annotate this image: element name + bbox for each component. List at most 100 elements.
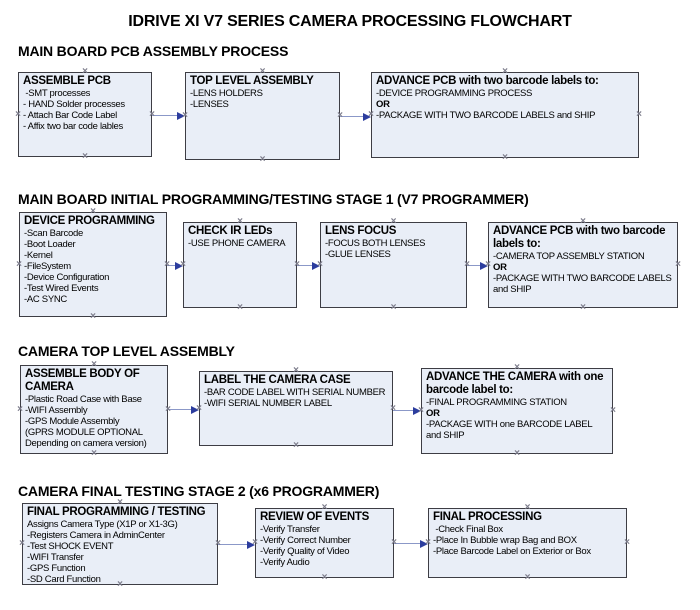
arrow-shaft	[167, 264, 177, 267]
node-text-line: -Kernel	[24, 250, 53, 261]
node-text-line: -WIFI Assembly	[25, 405, 88, 416]
flow-node-assemble-pcb: ASSEMBLE PCB -SMT processes- HAND Solder…	[18, 72, 152, 157]
node-text-line: -Test Wired Events	[24, 283, 99, 294]
flow-arrow	[168, 405, 199, 414]
connector-handle-icon: ×	[485, 259, 491, 270]
flow-arrow	[297, 261, 320, 270]
connector-handle-icon: ×	[15, 108, 21, 120]
node-title: ADVANCE THE CAMERA with one	[426, 371, 604, 383]
connector-handle-icon: ×	[293, 365, 299, 376]
connector-handle-icon: ×	[117, 579, 123, 590]
connector-handle-icon: ×	[514, 362, 520, 373]
connector-handle-icon: ×	[624, 537, 630, 548]
connector-handle-icon: ×	[502, 152, 508, 163]
node-text-line: -CAMERA TOP ASSEMBLY STATION	[493, 251, 645, 262]
connector-handle-icon: ×	[252, 537, 258, 548]
connector-handle-icon: ×	[610, 405, 616, 416]
node-title: CAMERA	[25, 381, 74, 393]
arrow-shaft	[393, 409, 415, 412]
flow-arrow	[218, 540, 255, 549]
connector-handle-icon: ×	[464, 259, 470, 270]
node-text-line: -Scan Barcode	[24, 228, 83, 239]
flow-arrow	[393, 406, 421, 415]
flow-arrow	[167, 261, 183, 270]
connector-handle-icon: ×	[580, 302, 586, 313]
arrowhead-icon	[312, 261, 320, 270]
node-text-line: -FOCUS BOTH LENSES	[325, 238, 426, 249]
flow-arrow	[467, 261, 488, 270]
arrow-shaft	[394, 542, 422, 545]
connector-handle-icon: ×	[19, 538, 25, 549]
connector-handle-icon: ×	[580, 216, 586, 227]
flow-arrow	[394, 539, 428, 548]
node-text-line: -WIFI SERIAL NUMBER LABEL	[204, 398, 332, 409]
node-text-line: Assigns Camera Type (X1P or X1-3G)	[27, 519, 178, 530]
connector-handle-icon: ×	[259, 154, 266, 165]
arrow-shaft	[168, 408, 193, 411]
node-title: CHECK IR LEDs	[188, 225, 273, 237]
arrow-shaft	[218, 543, 249, 546]
section-heading: MAIN BOARD PCB ASSEMBLY PROCESS	[18, 43, 289, 59]
node-text-line: -Place Barcode Label on Exterior or Box	[433, 546, 591, 557]
connector-handle-icon: ×	[321, 572, 328, 583]
node-title: DEVICE PROGRAMMING	[24, 215, 155, 227]
connector-handle-icon: ×	[293, 440, 299, 451]
node-text-line: -GPS Function	[27, 563, 86, 574]
node-text-line: OR	[376, 99, 390, 110]
node-text-line: -PACKAGE WITH TWO BARCODE LABELS	[493, 273, 672, 284]
node-title: labels to:	[493, 238, 541, 250]
connector-handle-icon: ×	[91, 448, 97, 459]
node-text-line: OR	[493, 262, 507, 273]
node-text-line: -Plastic Road Case with Base	[25, 394, 142, 405]
node-text-line: -Verify Quality of Video	[260, 546, 350, 557]
node-text-line: -PACKAGE WITH one BARCODE LABEL	[426, 419, 593, 430]
arrow-shaft	[152, 114, 179, 117]
flow-node-label-the-camera-case: LABEL THE CAMERA CASE-BAR CODE LABEL WIT…	[199, 371, 393, 446]
connector-handle-icon: ×	[90, 311, 96, 322]
node-text-line: - HAND Solder processes	[23, 99, 125, 110]
node-text-line: -PACKAGE WITH TWO BARCODE LABELS and SHI…	[376, 110, 596, 121]
node-text-line: -Verify Audio	[260, 557, 310, 568]
connector-handle-icon: ×	[164, 258, 170, 270]
connector-handle-icon: ×	[514, 448, 520, 459]
connector-handle-icon: ×	[259, 66, 266, 77]
connector-handle-icon: ×	[524, 502, 531, 513]
section-heading: CAMERA FINAL TESTING STAGE 2 (x6 PROGRAM…	[18, 483, 380, 499]
node-title: FINAL PROGRAMMING / TESTING	[27, 506, 206, 518]
arrowhead-icon	[247, 540, 255, 549]
node-text-line: and SHIP	[493, 284, 532, 295]
connector-handle-icon: ×	[337, 110, 343, 121]
node-text-line: -LENS HOLDERS	[190, 88, 263, 99]
node-text-line: -FileSystem	[24, 261, 71, 272]
connector-handle-icon: ×	[117, 497, 123, 508]
connector-handle-icon: ×	[182, 110, 188, 121]
arrowhead-icon	[175, 261, 183, 270]
node-text-line: -SD Card Function	[27, 574, 101, 585]
connector-handle-icon: ×	[675, 259, 681, 270]
flow-node-review-of-events: REVIEW OF EVENTS-Verify Transfer-Verify …	[255, 508, 394, 578]
node-text-line: -Check Final Box	[433, 524, 503, 535]
connector-handle-icon: ×	[149, 108, 155, 120]
node-text-line: -Place In Bubble wrap Bag and BOX	[433, 535, 577, 546]
node-title: TOP LEVEL ASSEMBLY	[190, 75, 314, 87]
flow-node-check-ir-leds: CHECK IR LEDs-USE PHONE CAMERA	[183, 222, 297, 308]
connector-handle-icon: ×	[294, 259, 300, 270]
page-title: IDRIVE XI V7 SERIES CAMERA PROCESSING FL…	[128, 13, 572, 30]
arrowhead-icon	[363, 112, 371, 121]
connector-handle-icon: ×	[82, 66, 88, 77]
connector-handle-icon: ×	[90, 206, 96, 217]
connector-handle-icon: ×	[82, 151, 88, 162]
flow-node-device-programming: DEVICE PROGRAMMING-Scan Barcode-Boot Loa…	[19, 212, 167, 317]
arrowhead-icon	[177, 111, 185, 120]
node-text-line: (GPRS MODULE OPTIONAL	[25, 427, 143, 438]
flow-node-advance-pcb-two-labels: ADVANCE PCB with two barcode labels to: -…	[371, 72, 639, 158]
node-text-line: -Test SHOCK EVENT	[27, 541, 114, 552]
arrow-shaft	[467, 264, 482, 267]
node-title: ASSEMBLE PCB	[23, 75, 111, 87]
node-text-line: - Affix two bar code lables	[23, 121, 123, 132]
node-title: ADVANCE PCB with two barcode labels to:	[376, 75, 599, 87]
node-title: barcode label to:	[426, 384, 513, 396]
flow-node-top-level-assembly: TOP LEVEL ASSEMBLY-LENS HOLDERS-LENSES	[185, 72, 340, 160]
arrow-shaft	[297, 264, 314, 267]
